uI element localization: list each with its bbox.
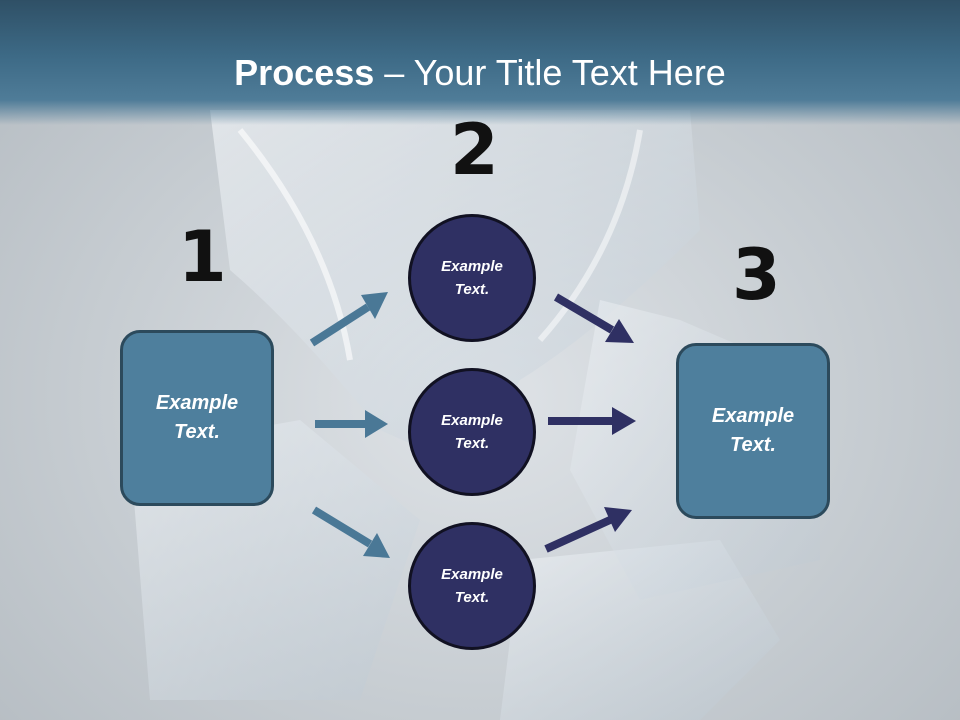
target-box-line2: Text.: [730, 434, 776, 456]
arrowhead-from-circle-bottom: [604, 507, 632, 532]
circle-middle-line2: Text.: [454, 435, 490, 452]
target-box: Example Text.: [676, 343, 830, 519]
arrowhead-from-circle-middle: [612, 407, 636, 435]
step-number-1: 1: [178, 216, 227, 298]
title-bold: Process: [234, 52, 375, 93]
circle-bottom: Example Text.: [408, 522, 536, 650]
source-box-line1: Example: [155, 392, 239, 414]
header-band: [0, 0, 960, 125]
arrowhead-from-circle-top: [605, 319, 634, 343]
step-number-3: 3: [732, 234, 781, 316]
arrow-from-circle-bottom: [544, 516, 612, 553]
circle-top-line1: Example: [441, 258, 503, 275]
source-box-line2: Text.: [174, 421, 220, 443]
step-number-2: 2: [450, 109, 499, 191]
circle-bottom-line2: Text.: [454, 589, 490, 606]
arrowhead-to-circle-top: [361, 292, 388, 319]
arrow-to-circle-top: [309, 303, 371, 347]
arrow-to-circle-bottom: [311, 506, 373, 548]
circle-middle: Example Text.: [408, 368, 536, 496]
arrowhead-to-circle-bottom: [363, 533, 390, 558]
source-box: Example Text.: [120, 330, 274, 506]
circle-top-line2: Text.: [454, 281, 490, 298]
arrow-from-circle-top: [553, 293, 615, 334]
slide-title: Process – Your Title Text Here: [0, 52, 960, 94]
circle-bottom-line1: Example: [441, 566, 503, 583]
circle-middle-line1: Example: [441, 412, 503, 429]
arrowhead-to-circle-middle: [365, 410, 388, 438]
title-rest: – Your Title Text Here: [374, 52, 726, 93]
target-box-line1: Example: [711, 405, 795, 427]
circle-top: Example Text.: [408, 214, 536, 342]
